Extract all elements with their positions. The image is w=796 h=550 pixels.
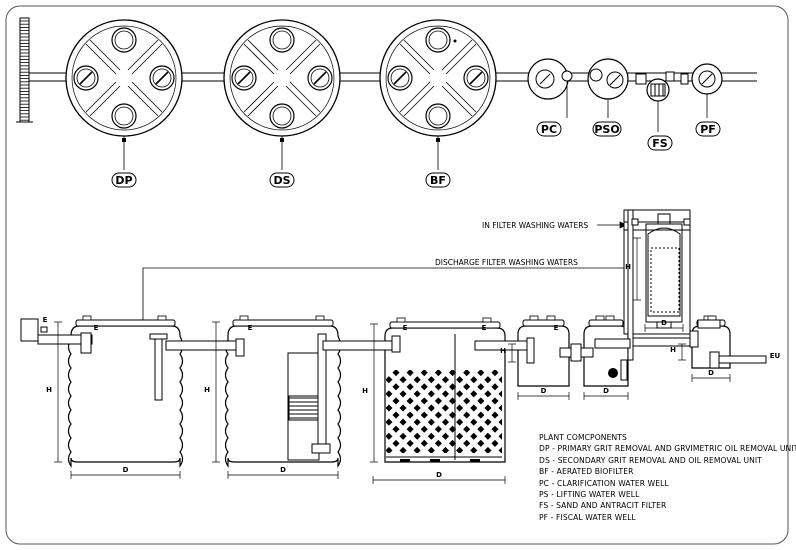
dp-plan [65, 19, 183, 170]
unit-label-fs: FS [652, 137, 668, 150]
legend-title: PLANT COMCPONENTS [539, 433, 627, 442]
unit-label-box-fs [647, 135, 673, 151]
dp-inlet-label: E [43, 316, 48, 324]
dp-inlet-pipe [20, 318, 93, 354]
fs-plan [635, 71, 675, 132]
dp-height-dim: H [46, 386, 52, 394]
inlet-elevation-label: E [94, 324, 99, 332]
discharge-filter-annotation: DISCHARGE FILTER WASHING WATERS [435, 258, 578, 267]
unit-label-box-dp [111, 172, 137, 188]
unit-label-dp: DP [115, 174, 132, 187]
ds-internals [287, 333, 331, 461]
inlet-elevation-label: E [554, 324, 559, 332]
legend-item: PC - CLARIFICATION WATER WELL [539, 478, 669, 488]
in-filter-annotation: IN FILTER WASHING WATERS [482, 221, 588, 230]
legend: PLANT COMCPONENTS DP - PRIMARY GRIT REMO… [539, 432, 796, 523]
inlet-grate [16, 17, 33, 123]
inlet-elevation-label: E [403, 324, 408, 332]
legend-item: DS - SECONDARY GRIT REMOVAL AND OIL REMO… [539, 455, 762, 465]
unit-label-box-pf [695, 121, 721, 137]
dp-baffle [149, 333, 168, 401]
fs-section [623, 209, 695, 361]
fs-diameter-dim: D [661, 319, 667, 327]
dp-diameter-dim: D [123, 466, 129, 474]
outlet-elevation-label: EU [770, 352, 781, 360]
pf-height-dim: H [670, 346, 676, 354]
unit-label-box-pc [536, 121, 562, 137]
pc-diameter-dim: D [541, 387, 547, 395]
pso-diameter-dim: D [603, 387, 609, 395]
bf-gravel [386, 334, 502, 460]
unit-label-pc: PC [541, 123, 557, 136]
unit-label-box-ds [269, 172, 295, 188]
pso-plan [587, 58, 629, 118]
ds-plan [223, 19, 341, 170]
ds-diameter-dim: D [280, 466, 286, 474]
legend-item: PF - FISCAL WATER WELL [539, 512, 636, 522]
unit-label-bf: BF [430, 174, 446, 187]
bf-plan [379, 19, 497, 170]
pf-diameter-dim: D [708, 369, 714, 377]
pipe-pso-fs [594, 338, 631, 349]
unit-label-pso: PSO [594, 123, 619, 136]
unit-label-ds: DS [273, 174, 290, 187]
ds-height-dim: H [204, 386, 210, 394]
bf-height-dim: H [362, 387, 368, 395]
pc-height-dim: H [500, 347, 506, 355]
pc-plan [527, 58, 573, 118]
frame-border [5, 5, 789, 545]
pipe-pc-pso [559, 343, 594, 362]
legend-item: FS - SAND AND ANTRACIT FILTER [539, 501, 667, 511]
pf-plan [680, 63, 723, 118]
unit-label-box-bf [425, 172, 451, 188]
inlet-elevation-label: E [482, 324, 487, 332]
inlet-elevation-label: E [248, 324, 253, 332]
legend-item: DP - PRIMARY GRIT REMOVAL AND GRVIMETRIC… [539, 444, 796, 454]
unit-label-box-pso [592, 121, 622, 137]
pipe-fs-pf [689, 330, 699, 348]
legend-item: PS - LIFTING WATER WELL [539, 490, 640, 500]
unit-label-pf: PF [700, 123, 716, 136]
dp-section [67, 315, 184, 468]
pipe-ds-bf [322, 335, 401, 353]
pipe-bf-pc [474, 337, 535, 364]
pipe-dp-ds [165, 338, 245, 357]
legend-item: BF - AERATED BIOFILTER [539, 467, 634, 477]
fs-height-dim: H [625, 263, 631, 271]
pf-outlet [697, 319, 767, 369]
bf-diameter-dim: D [436, 471, 442, 479]
in-filter-line [597, 221, 627, 229]
